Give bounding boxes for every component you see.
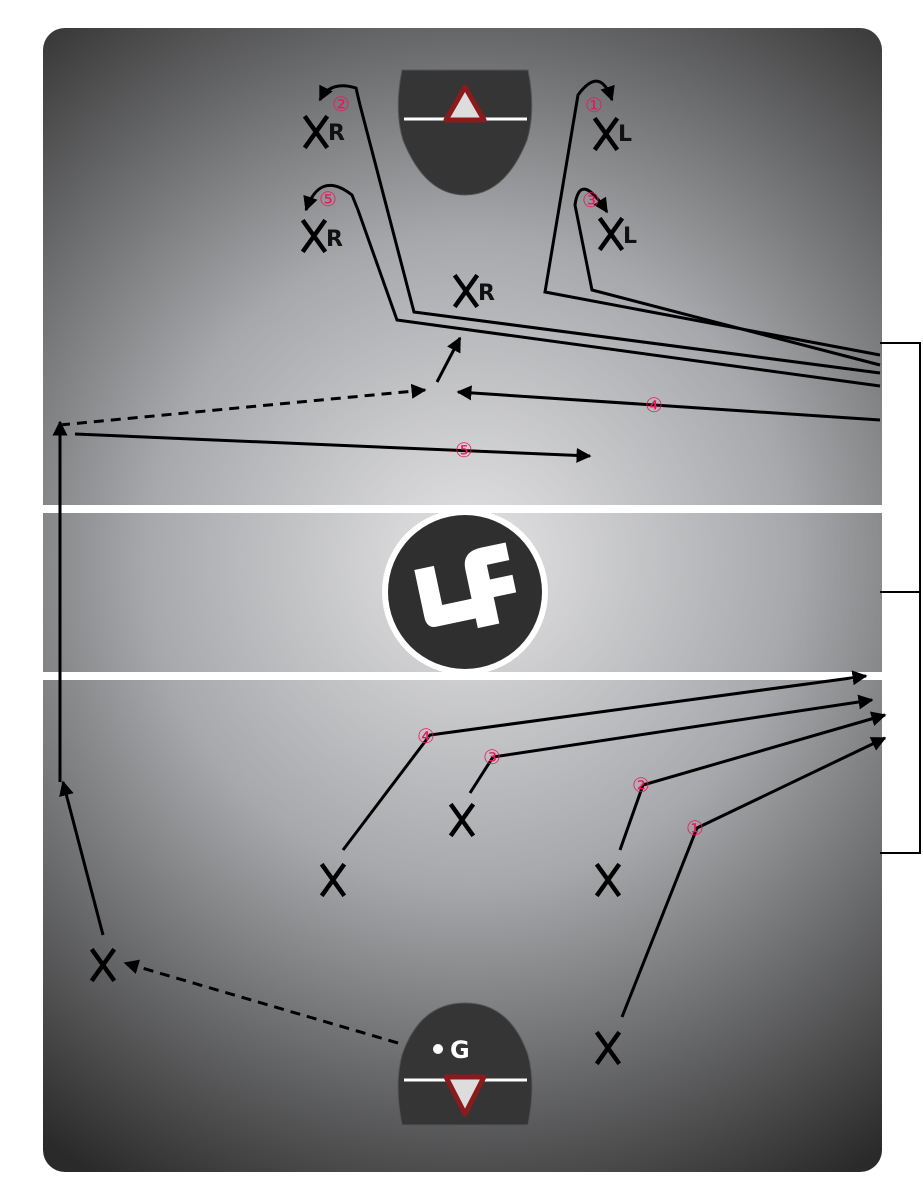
player-attack-3: L ③ — [582, 188, 637, 252]
svg-text:R: R — [478, 281, 495, 306]
player-defender-clear — [89, 947, 117, 983]
bottom-goal-crease: G — [397, 1002, 533, 1126]
clear-to-sideline — [59, 780, 105, 936]
player-bottom-4 — [319, 862, 347, 898]
player-attack-2: R ② — [302, 92, 350, 150]
goalie-dot — [433, 1044, 443, 1054]
route-number: ⑤ — [455, 438, 473, 462]
svg-text:L: L — [618, 122, 632, 147]
route-5-mid — [74, 432, 592, 463]
top-goal-icon — [443, 84, 487, 123]
goalie-outlet-pass — [123, 959, 399, 1045]
route-4-pass — [456, 385, 881, 422]
route-2 — [318, 84, 881, 375]
center-logo — [382, 509, 548, 675]
goalie-label: G — [450, 1036, 470, 1064]
top-goal-crease — [397, 69, 533, 196]
route-2-bottom — [618, 711, 887, 851]
route-number: ④ — [417, 724, 435, 748]
player-bottom-2 — [594, 862, 622, 898]
player-bottom-3 — [448, 802, 476, 838]
svg-text:R: R — [326, 227, 343, 252]
route-4-bottom — [341, 670, 868, 851]
cut-arrow — [435, 336, 462, 383]
svg-text:③: ③ — [582, 188, 600, 212]
player-bottom-1 — [594, 1030, 622, 1066]
route-number: ③ — [483, 745, 501, 769]
midfield-line-bottom — [43, 672, 882, 680]
svg-text:⑤: ⑤ — [319, 187, 337, 211]
route-1-bottom — [620, 736, 887, 1018]
route-1 — [543, 79, 881, 357]
route-3 — [573, 187, 881, 367]
bottom-goal-icon — [443, 1074, 487, 1117]
player-attack-center: R — [452, 273, 495, 309]
svg-text:②: ② — [332, 92, 350, 116]
route-5 — [303, 184, 881, 388]
svg-text:L: L — [623, 224, 637, 249]
route-number: ④ — [645, 393, 663, 417]
route-number: ① — [686, 816, 704, 840]
svg-text:R: R — [328, 121, 345, 146]
player-attack-1: L ① — [585, 93, 632, 152]
route-number: ② — [632, 773, 650, 797]
svg-text:①: ① — [585, 93, 603, 117]
right-bracket — [880, 342, 921, 854]
midfield-line-top — [43, 505, 882, 513]
route-3-bottom — [468, 694, 874, 794]
player-attack-5: R ⑤ — [300, 187, 343, 254]
